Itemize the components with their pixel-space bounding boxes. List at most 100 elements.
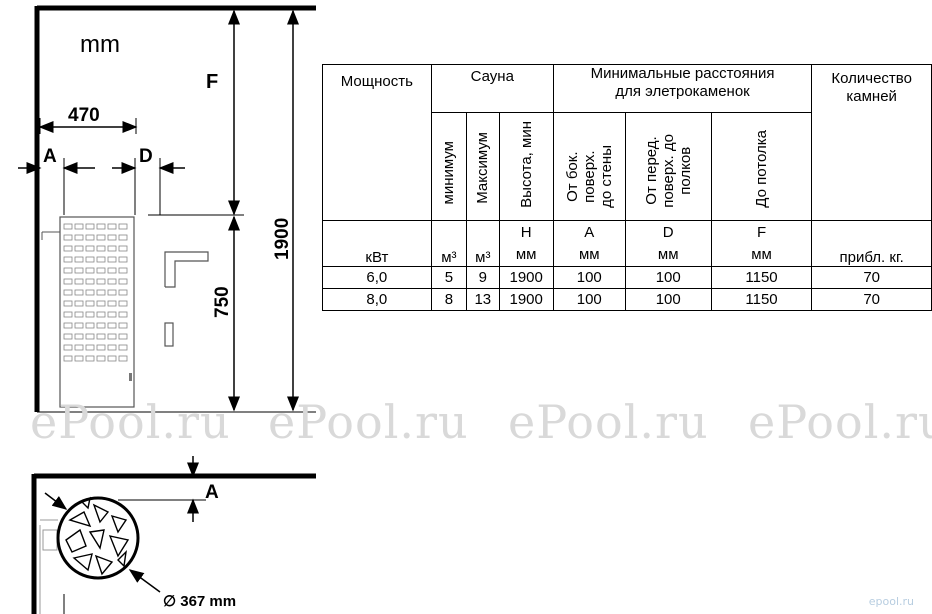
table-cell: 5 — [430, 266, 468, 289]
letter-f: F — [756, 224, 767, 241]
grille-slot — [63, 333, 73, 340]
corner-watermark: epool.ru — [868, 595, 914, 608]
grille-slot — [107, 267, 117, 274]
grille-slot — [96, 333, 106, 340]
grille-slot — [85, 300, 95, 307]
grille-slot — [96, 344, 106, 351]
grille-slot — [96, 245, 106, 252]
header-min-distances: Минимальные расстояния для элетрокаменок — [552, 64, 813, 113]
unit-kw: кВт — [322, 220, 432, 267]
grille-slot — [118, 223, 128, 230]
watermark: ePool.ru — [268, 395, 469, 449]
table-cell: 6,0 — [322, 266, 432, 289]
unit-mm-f: мм — [751, 246, 772, 263]
plan-wall-outline — [31, 473, 316, 614]
grille-slot — [74, 333, 84, 340]
table-cell: 100 — [624, 266, 712, 289]
letter-h: H — [520, 224, 532, 241]
watermark: ePool.ru — [508, 395, 709, 449]
grille-slot — [96, 322, 106, 329]
grille-slot — [96, 234, 106, 241]
grille-slot — [107, 322, 117, 329]
grille-slot — [63, 278, 73, 285]
table-cell: 1900 — [498, 288, 554, 311]
units-label: mm — [80, 31, 120, 58]
grille-slot — [96, 311, 106, 318]
grille-slot — [96, 300, 106, 307]
header-stones: Количество камней — [811, 64, 932, 221]
grille-slot — [107, 355, 117, 362]
grille-slot — [74, 300, 84, 307]
total-height-dimension — [37, 9, 316, 413]
table-cell: 70 — [811, 266, 932, 289]
grille-slot — [74, 278, 84, 285]
unit-mm-h: мм — [515, 246, 537, 263]
grille-slot — [63, 289, 73, 296]
grille-slot — [96, 289, 106, 296]
grille-slot — [96, 256, 106, 263]
grille-slot — [118, 322, 128, 329]
grille-slot — [96, 223, 106, 230]
grille-slot — [85, 311, 95, 318]
grille-slot — [63, 355, 73, 362]
unit-kg: прибл. кг. — [811, 220, 932, 267]
grille-slot — [85, 278, 95, 285]
dim-750-label: 750 — [212, 286, 233, 318]
grille-slot — [118, 344, 128, 351]
table-cell: 1150 — [710, 288, 813, 311]
grille-slot — [118, 300, 128, 307]
grille-slot — [118, 311, 128, 318]
letter-d: D — [662, 224, 674, 241]
spec-table: Мощность Сауна Минимальные расстояния дл… — [322, 64, 932, 311]
grille-slot — [85, 267, 95, 274]
grille-slot — [74, 289, 84, 296]
watermark: ePool.ru — [748, 395, 932, 449]
table-row: 8,0 8 13 1900 100 100 1150 70 — [322, 288, 932, 311]
grille-slot — [74, 234, 84, 241]
grille-slot — [118, 355, 128, 362]
grille-slot — [107, 289, 117, 296]
grille-slot — [118, 333, 128, 340]
unit-mm-a: мм — [578, 246, 600, 263]
dim-f-label: F — [206, 71, 218, 93]
table-cell: 13 — [466, 288, 500, 311]
table-cell: 100 — [624, 288, 712, 311]
grille-slot — [74, 344, 84, 351]
grille-slot — [85, 322, 95, 329]
grille-slot — [85, 344, 95, 351]
subheader-height: Высота, мин — [517, 121, 535, 208]
watermark: ePool.ru — [30, 395, 231, 449]
dim-d-label: D — [139, 146, 153, 167]
plan-a-dimension — [118, 456, 206, 522]
grille-slot — [107, 223, 117, 230]
table-cell: 100 — [552, 266, 626, 289]
table-cell: 8 — [430, 288, 468, 311]
letter-a: A — [584, 224, 595, 241]
grille-slot — [74, 223, 84, 230]
plan-dim-a-label: A — [205, 482, 219, 503]
unit-m3-min: м³ — [430, 220, 468, 267]
grille-slot — [63, 256, 73, 263]
table-cell: 70 — [811, 288, 932, 311]
table-cell: 1150 — [710, 266, 813, 289]
table-cell: 8,0 — [322, 288, 432, 311]
header-power: Мощность — [322, 64, 432, 221]
grille-slot — [63, 344, 73, 351]
f-dimension — [148, 9, 244, 216]
grille-slot — [63, 234, 73, 241]
grille-slot — [85, 245, 95, 252]
width-dimension — [38, 118, 138, 134]
grille-slot — [85, 289, 95, 296]
wall-outline — [34, 5, 316, 412]
grille-slot — [118, 256, 128, 263]
subheader-f: До потолка — [753, 130, 771, 208]
d-dimension — [112, 158, 185, 215]
table-cell: 100 — [552, 288, 626, 311]
grille-slot — [63, 223, 73, 230]
grille-slot — [96, 278, 106, 285]
heater-plan-view — [44, 492, 161, 593]
header-sauna: Сауна — [430, 64, 554, 113]
grille-slot — [96, 355, 106, 362]
grille-slot — [74, 311, 84, 318]
